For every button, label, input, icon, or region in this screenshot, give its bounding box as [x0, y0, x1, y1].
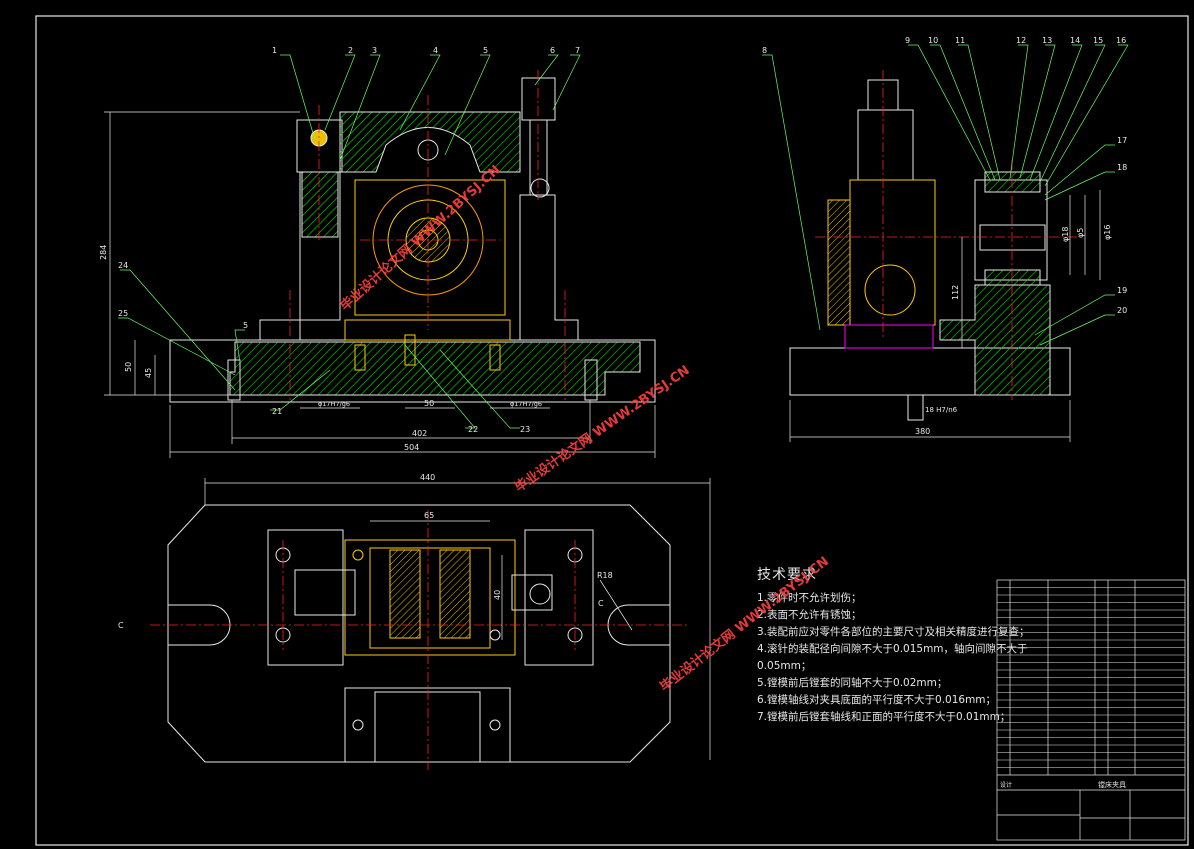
side-foot — [844, 324, 934, 349]
dim-text: 504 — [404, 443, 419, 452]
dim-text: φ18 — [1061, 227, 1070, 242]
tech-requirement-line: 5.镗模前后镗套的同轴不大于0.02mm； — [757, 677, 948, 689]
tech-requirement-line: 1.零件时不允许划伤； — [757, 592, 862, 604]
dim-text: φ5 — [1076, 228, 1085, 238]
dim-text: 18 H7/n6 — [925, 406, 958, 414]
section-mark: C — [118, 621, 124, 630]
dim-text: φ17H7/g6 — [510, 400, 542, 408]
tech-requirement-line: 4.滚针的装配径向间隙不大于0.015mm，轴向间隙不大于 — [757, 643, 1028, 655]
part-label: 24 — [118, 261, 128, 270]
part-label: 5 — [483, 46, 488, 55]
labels: 1 2 3 4 5 6 7 24 25 5 21 22 23 8 9 10 11… — [99, 36, 1127, 789]
sheet-border — [35, 15, 1189, 846]
part-label: 17 — [1117, 136, 1127, 145]
bearing-housing — [354, 179, 506, 316]
right-hole — [530, 178, 550, 198]
top-left-block — [267, 529, 344, 666]
side-stud — [857, 109, 914, 181]
dim-text: 440 — [420, 473, 435, 482]
part-label: 21 — [272, 407, 282, 416]
part-label: 3 — [372, 46, 377, 55]
tech-requirement-line: 6.镗模轴线对夹具底面的平行度不大于0.016mm； — [757, 694, 997, 706]
part-label: 25 — [118, 309, 128, 318]
bushing-bottom — [984, 269, 1041, 286]
front-dimensions — [104, 111, 656, 458]
dim-text: 284 — [99, 245, 108, 260]
dim-text: 40 — [493, 590, 502, 600]
part-label: 7 — [575, 46, 580, 55]
dim-text: 65 — [424, 511, 434, 520]
part-label: 10 — [928, 36, 938, 45]
part-label: 5 — [243, 321, 248, 330]
top-rod-right — [511, 574, 553, 611]
part-label: 14 — [1070, 36, 1080, 45]
side-bracket-left — [827, 199, 851, 326]
section-mark: C — [598, 599, 604, 608]
part-label: 20 — [1117, 306, 1127, 315]
title-block — [996, 579, 1186, 841]
top-outline — [167, 504, 671, 763]
dim-text: 50 — [424, 399, 434, 408]
title-block-rows — [997, 587, 1185, 768]
right-nut — [521, 77, 556, 121]
dim-text: 112 — [951, 285, 960, 300]
part-label: 8 — [762, 46, 767, 55]
part-label: 4 — [433, 46, 438, 55]
part-label: 12 — [1016, 36, 1026, 45]
dim-text: 380 — [915, 427, 930, 436]
tech-requirement-line: 0.05mm； — [757, 660, 812, 672]
side-bearing — [864, 264, 916, 316]
part-label: 6 — [550, 46, 555, 55]
left-bushing — [301, 171, 339, 238]
top-rod — [294, 569, 356, 616]
part-label: 22 — [468, 425, 478, 434]
part-label: 9 — [905, 36, 910, 45]
tech-requirements-title: 技术要求 — [757, 567, 817, 583]
dim-text: φ16 — [1103, 225, 1112, 240]
part-label: 18 — [1117, 163, 1127, 172]
title-block-name: 镗床夹具 — [1098, 780, 1126, 789]
dim-text: 402 — [412, 429, 427, 438]
side-leaders — [762, 44, 1129, 346]
top-centerlines — [150, 510, 690, 770]
front-centerlines — [289, 70, 566, 400]
side-bracket — [849, 179, 936, 326]
dim-text: R18 — [597, 571, 613, 580]
side-dimensions — [789, 190, 1101, 442]
side-right-support — [939, 284, 1051, 396]
part-label: 16 — [1116, 36, 1126, 45]
side-centerlines — [815, 70, 1080, 400]
side-right-bushing — [974, 179, 1048, 281]
part-label: 13 — [1042, 36, 1052, 45]
part-label: 19 — [1117, 286, 1127, 295]
right-stud — [529, 119, 548, 196]
part-label: 11 — [955, 36, 965, 45]
part-label: 23 — [520, 425, 530, 434]
top-view — [167, 504, 671, 763]
dim-text: 45 — [144, 368, 153, 378]
top-bottom-block — [344, 687, 511, 763]
front-base-hatch — [229, 341, 641, 396]
right-column — [519, 194, 579, 341]
part-label: 2 — [348, 46, 353, 55]
dim-text: 50 — [124, 362, 133, 372]
title-block-designer: 设计 — [1000, 781, 1012, 789]
part-label: 15 — [1093, 36, 1103, 45]
dim-text: φ17H7/g6 — [318, 400, 350, 408]
clamp-plate — [344, 319, 511, 341]
side-pin — [907, 394, 924, 421]
top-right-block — [524, 529, 594, 666]
tech-requirement-line: 2.表面不允许有锈蚀； — [757, 609, 862, 621]
part-label: 1 — [272, 46, 277, 55]
side-view — [789, 79, 1071, 421]
tech-requirement-line: 7.镗模前后镗套轴线和正面的平行度不大于0.01mm； — [757, 711, 1011, 723]
top-beam — [339, 111, 521, 173]
top-center — [344, 539, 516, 656]
bushing-mid — [979, 224, 1046, 251]
front-leaders — [118, 54, 581, 429]
tech-requirement-line: 3.装配前应对零件各部位的主要尺寸及相关精度进行复查； — [757, 626, 1030, 638]
top-dimensions — [204, 478, 711, 760]
